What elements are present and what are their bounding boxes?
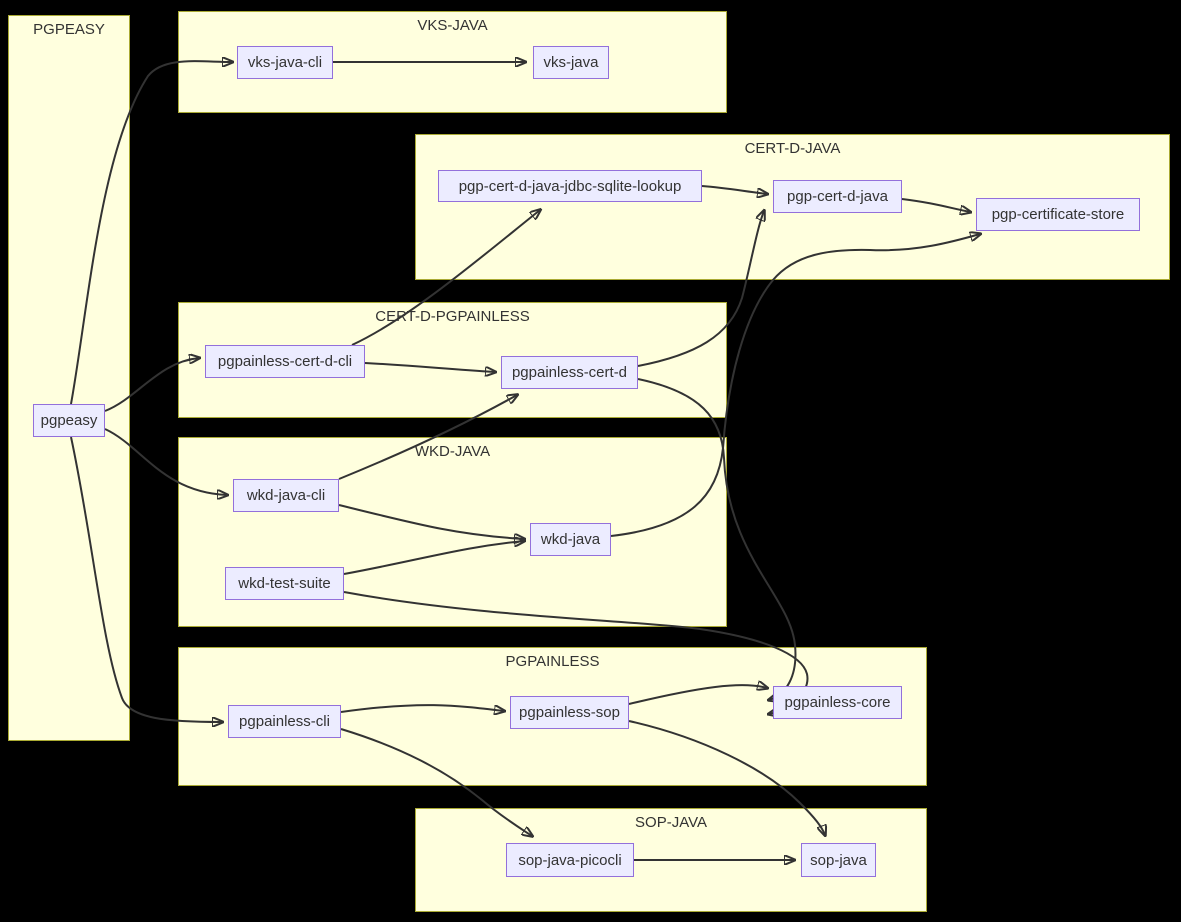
- edge-pgpainless-cli-to-pgpainless-sop: [340, 704, 504, 712]
- node-vks-java-cli: vks-java-cli: [237, 46, 333, 79]
- edge-pgp-cert-d-java-to-pgp-certificate-store: [901, 198, 970, 212]
- node-pgpainless-sop: pgpainless-sop: [510, 696, 629, 729]
- node-pgpainless-core: pgpainless-core: [773, 686, 902, 719]
- edge-pgpeasy-to-vks-java-cli: [70, 61, 232, 405]
- edge-pgpainless-cli-to-sop-java-picocli: [340, 728, 532, 836]
- node-vks-java-label: vks-java: [543, 54, 599, 71]
- node-pgpeasy-label: pgpeasy: [40, 412, 98, 429]
- cluster-vks-java-label: VKS-JAVA: [417, 17, 488, 34]
- node-pgpainless-cert-d-cli: pgpainless-cert-d-cli: [205, 345, 365, 378]
- node-wkd-java: wkd-java: [530, 523, 611, 556]
- edge-pgpainless-sop-to-sop-java: [628, 720, 825, 835]
- cluster-cert-d-java-label: CERT-D-JAVA: [744, 140, 841, 157]
- node-pgp-certificate-store: pgp-certificate-store: [976, 198, 1140, 231]
- node-sop-java: sop-java: [801, 843, 876, 877]
- cluster-pgpeasy: PGPEASY: [8, 15, 130, 741]
- edge-pgpainless-cert-d-to-pgp-cert-d-java: [637, 211, 764, 367]
- node-pgpainless-sop-label: pgpainless-sop: [519, 704, 620, 721]
- node-pgp-cert-d-java: pgp-cert-d-java: [773, 180, 902, 213]
- node-pgpainless-cli-label: pgpainless-cli: [239, 713, 330, 730]
- node-pgpeasy: pgpeasy: [33, 404, 105, 437]
- node-wkd-test-suite-label: wkd-test-suite: [238, 575, 331, 592]
- node-pgp-cert-d-java-jdbc-sqlite-lookup: pgp-cert-d-java-jdbc-sqlite-lookup: [438, 170, 702, 202]
- node-wkd-java-label: wkd-java: [540, 531, 601, 548]
- node-pgp-cert-d-java-jdbc-sqlite-lookup-label: pgp-cert-d-java-jdbc-sqlite-lookup: [458, 177, 682, 195]
- edge-pgpainless-cert-d-to-pgpainless-core: [637, 378, 797, 700]
- node-pgpainless-core-label: pgpainless-core: [784, 694, 891, 711]
- node-pgpainless-cert-d: pgpainless-cert-d: [501, 356, 638, 389]
- edge-wkd-java-to-pgp-certificate-store: [610, 234, 980, 537]
- edge-pgpainless-cert-d-cli-to-pgp-cert-d-java-jdbc-sqlite-lookup: [351, 210, 540, 346]
- cluster-pgpainless-label: PGPAINLESS: [505, 653, 600, 670]
- edge-wkd-java-cli-to-pgpainless-cert-d: [338, 395, 517, 480]
- node-pgpainless-cert-d-cli-label: pgpainless-cert-d-cli: [217, 353, 353, 370]
- node-sop-java-label: sop-java: [810, 851, 867, 869]
- node-pgp-certificate-store-label: pgp-certificate-store: [991, 206, 1125, 223]
- edge-wkd-java-cli-to-wkd-java: [338, 504, 524, 539]
- cluster-pgpeasy-label: PGPEASY: [33, 21, 105, 38]
- node-pgp-cert-d-java-label: pgp-cert-d-java: [787, 188, 888, 205]
- edge-pgp-cert-d-java-jdbc-sqlite-lookup-to-pgp-cert-d-java: [701, 185, 767, 194]
- edge-pgpainless-sop-to-pgpainless-core: [628, 685, 767, 705]
- node-vks-java: vks-java: [533, 46, 609, 79]
- node-vks-java-cli-label: vks-java-cli: [247, 54, 323, 71]
- node-wkd-java-cli: wkd-java-cli: [233, 479, 339, 512]
- node-pgpainless-cli: pgpainless-cli: [228, 705, 341, 738]
- node-wkd-java-cli-label: wkd-java-cli: [246, 487, 326, 504]
- cluster-wkd-java-label: WKD-JAVA: [414, 443, 491, 460]
- node-pgpainless-cert-d-label: pgpainless-cert-d: [511, 364, 628, 381]
- edge-pgpeasy-to-pgpainless-cert-d-cli: [104, 358, 199, 412]
- node-wkd-test-suite: wkd-test-suite: [225, 567, 344, 600]
- cluster-sop-java-label: SOP-JAVA: [635, 814, 707, 831]
- edge-pgpainless-cert-d-cli-to-pgpainless-cert-d: [364, 362, 495, 372]
- edge-wkd-test-suite-to-wkd-java: [343, 541, 524, 575]
- node-sop-java-picocli-label: sop-java-picocli: [518, 851, 622, 869]
- cluster-cert-d-pgpainless-label: CERT-D-PGPAINLESS: [375, 308, 530, 325]
- edge-pgpeasy-to-pgpainless-cli: [70, 436, 222, 722]
- node-sop-java-picocli: sop-java-picocli: [506, 843, 634, 877]
- edge-pgpeasy-to-wkd-java-cli: [104, 428, 227, 495]
